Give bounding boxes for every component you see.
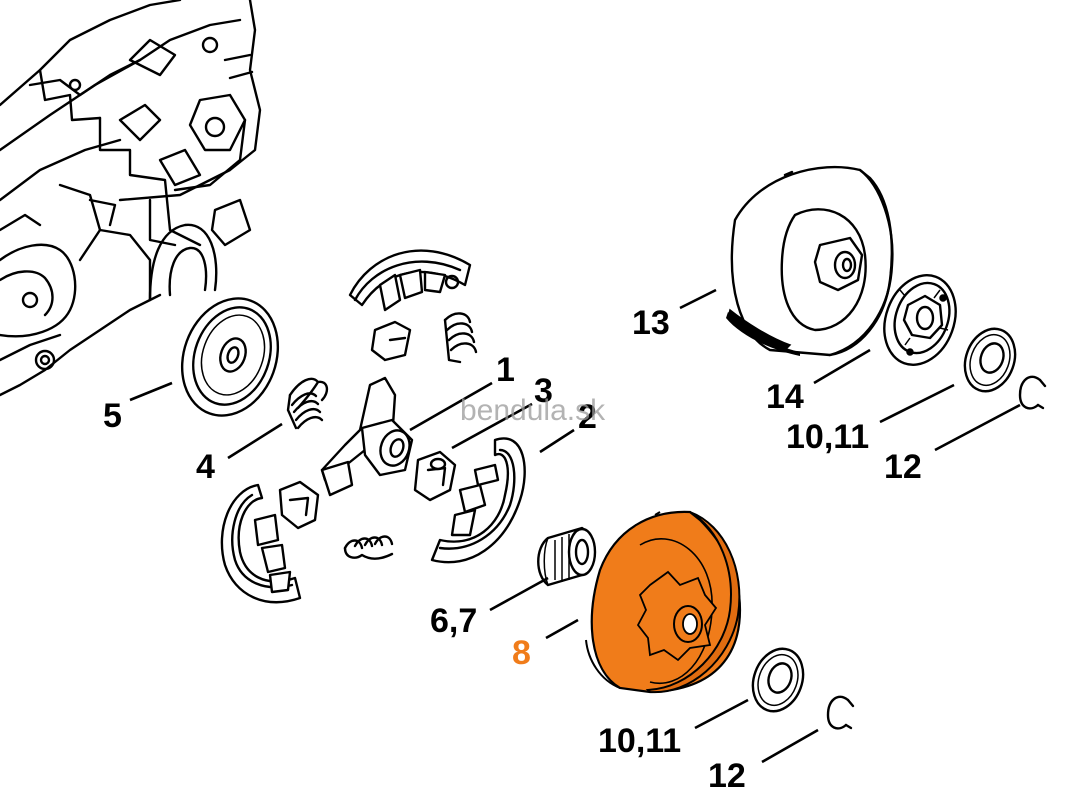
leader-lines (129, 288, 1021, 764)
callout-12-lower: 12 (708, 757, 746, 793)
retainer-top (370, 320, 412, 362)
callout-12-upper: 12 (884, 448, 922, 486)
part-6-7-needle-bearing (537, 526, 597, 587)
clutch-shoe-left (220, 483, 302, 604)
engine-housing (0, 0, 262, 397)
clutch-shoe-top (348, 249, 472, 312)
part-2-clutch-shoe (430, 437, 526, 564)
circlip-12-lower (826, 695, 855, 730)
part-14-rim-sprocket (883, 274, 957, 366)
part-1-clutch-hub (320, 376, 414, 497)
callout-8: 8 (512, 634, 531, 672)
watermark-text: bendula.sk (460, 394, 606, 427)
part-3-retainer (413, 450, 457, 502)
callout-2: 2 (578, 398, 597, 436)
part-5-cover-plate (180, 297, 280, 417)
callout-10-11-upper: 10,11 (786, 418, 869, 456)
part-8-clutch-drum (585, 510, 742, 694)
callout-labels: 1 2 3 4 5 6,7 8 10,11 12 13 14 10,11 12 (103, 304, 922, 793)
spring-lower (343, 535, 394, 560)
spring-top (443, 312, 478, 364)
callout-3: 3 (534, 372, 553, 410)
washer-10-11-lower (751, 647, 805, 713)
callout-1: 1 (496, 351, 515, 389)
part-4-spring (286, 377, 329, 430)
callout-5: 5 (103, 397, 122, 435)
washer-10-11-upper (963, 327, 1017, 393)
part-13-rim-drum (726, 165, 894, 357)
circlip-12-upper (1018, 375, 1047, 410)
callout-13: 13 (632, 304, 670, 342)
callout-6-7: 6,7 (430, 602, 477, 640)
callout-10-11-lower: 10,11 (598, 722, 681, 760)
callout-14: 14 (766, 378, 804, 416)
retainer-mid (278, 480, 320, 530)
callout-4: 4 (196, 448, 215, 486)
